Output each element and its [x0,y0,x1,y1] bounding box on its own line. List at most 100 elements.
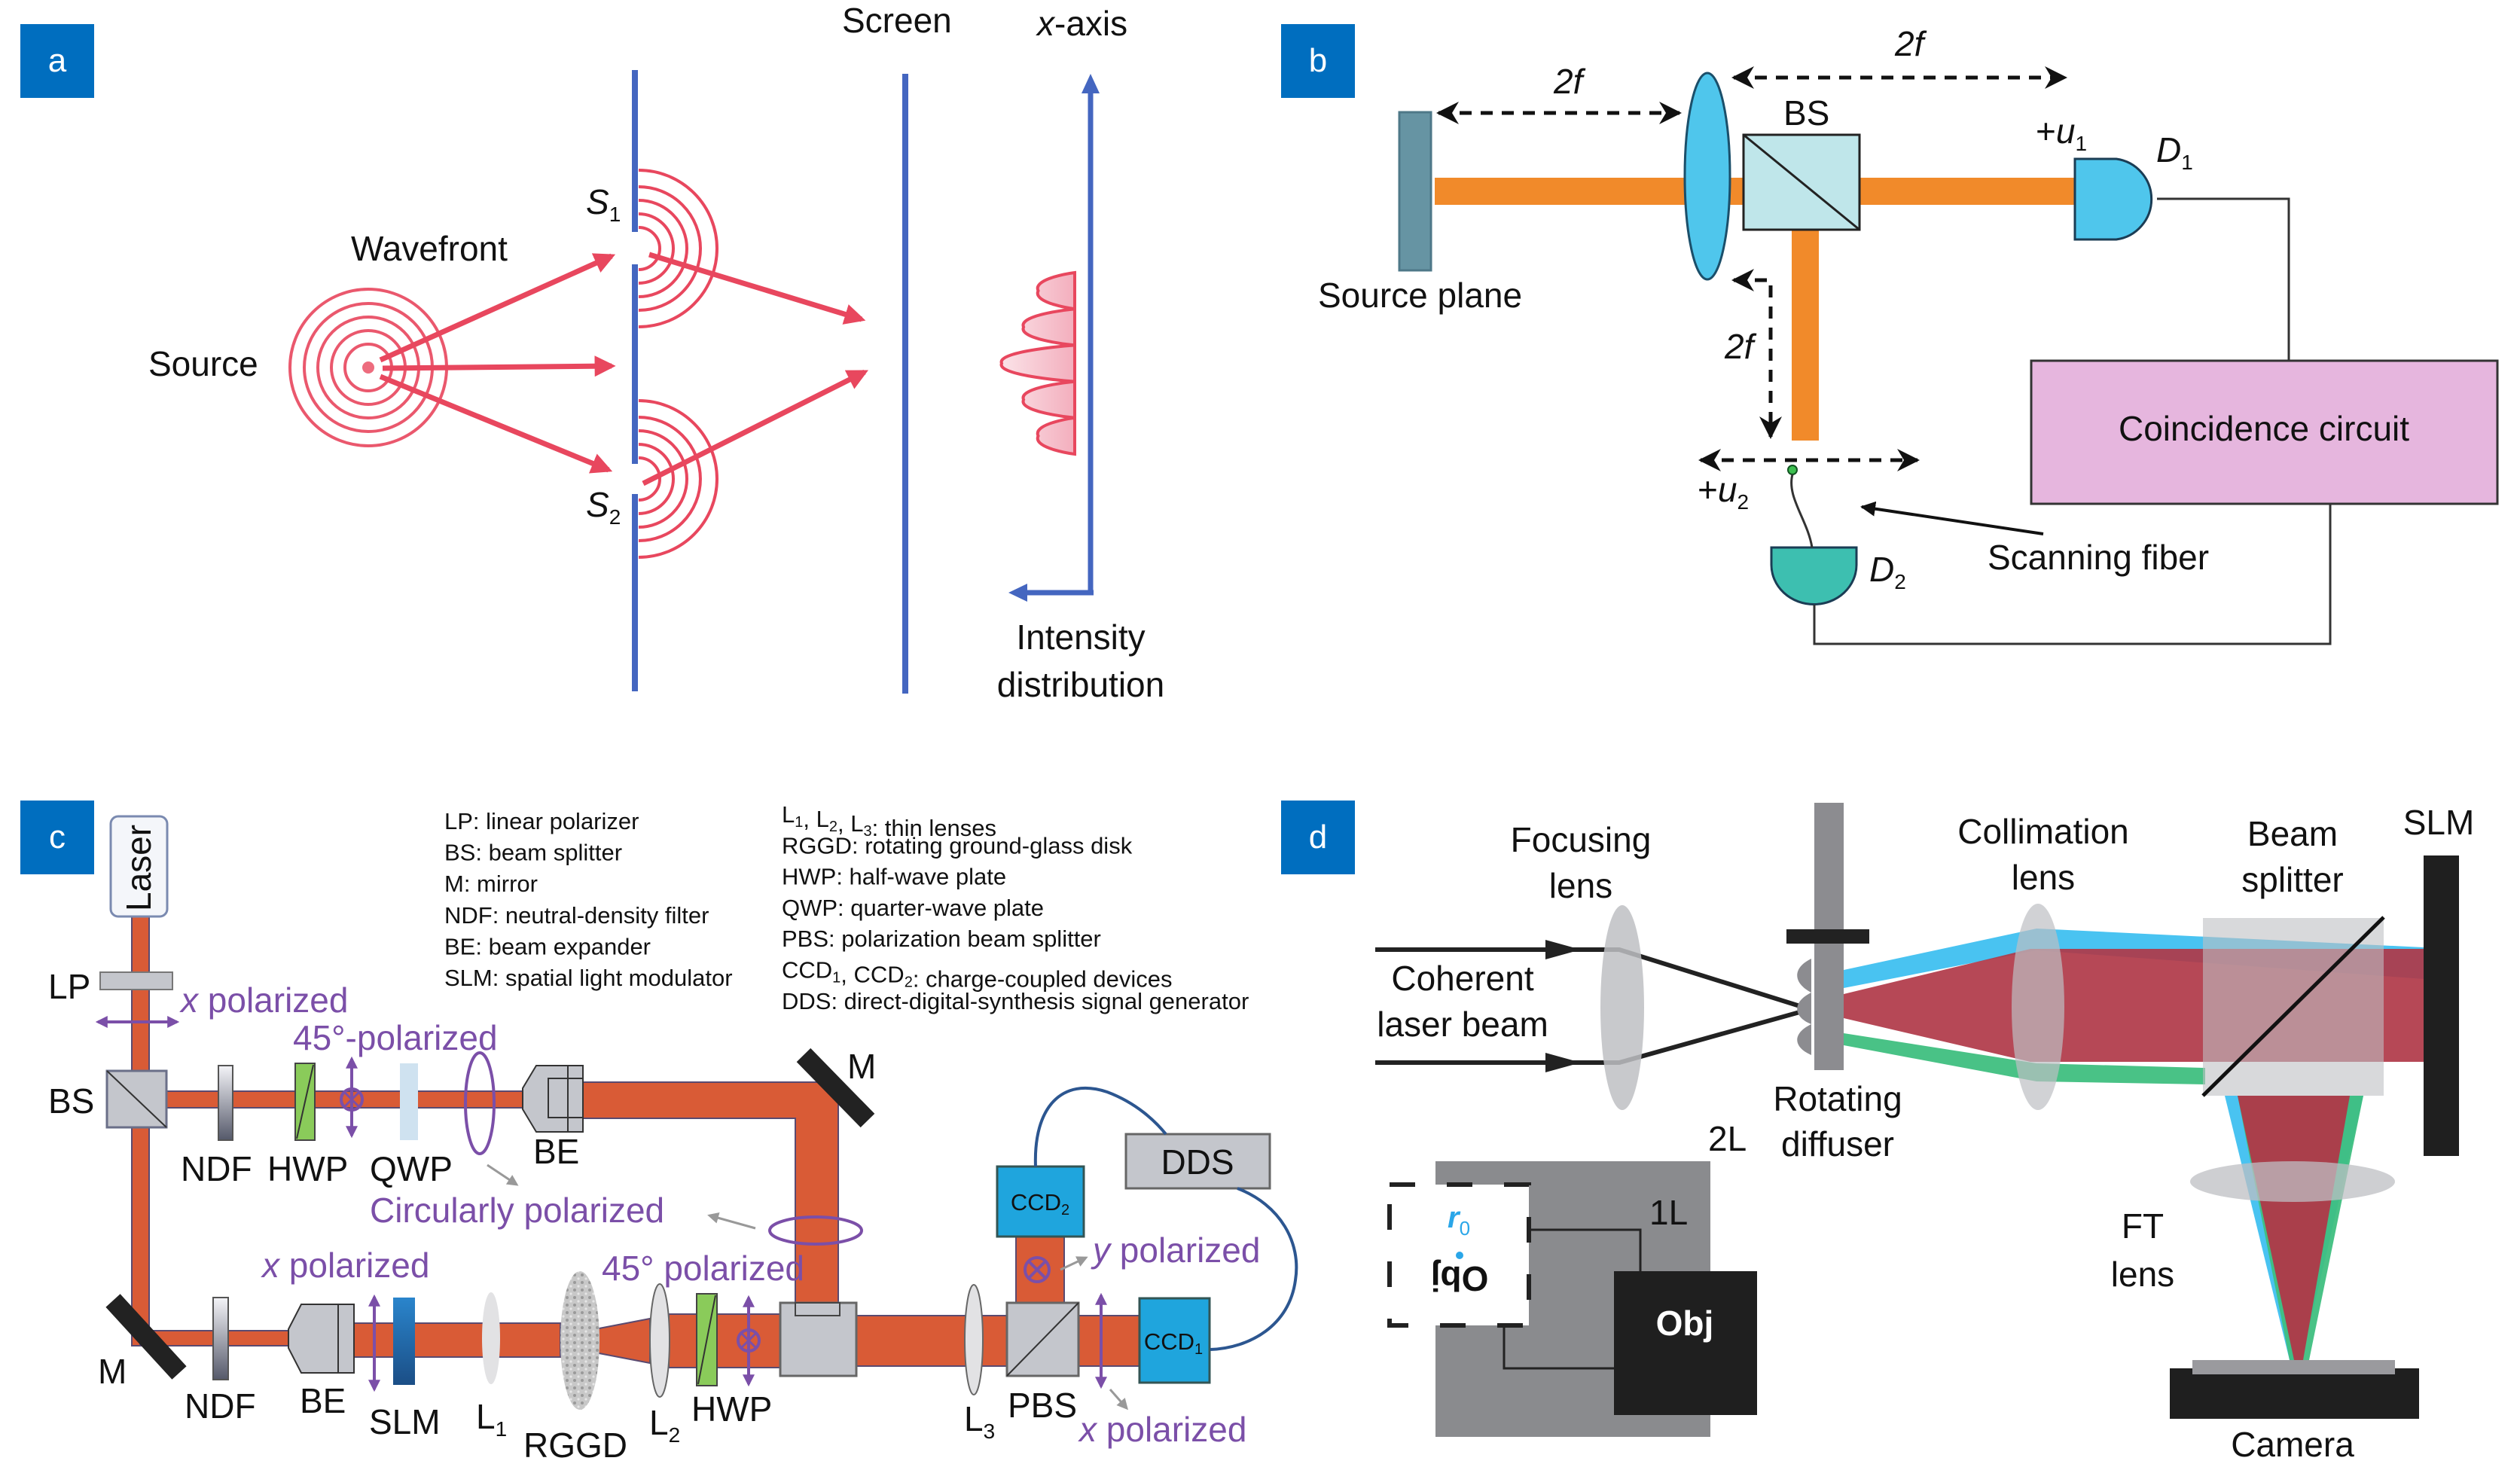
label-coherent: Coherent [1391,959,1533,998]
label-splitter: splitter [2241,860,2343,899]
scanning-fiber-pointer [1860,501,2044,535]
label-bs: BS [1783,93,1829,133]
label-beam: Beam [2247,814,2338,853]
beam-horizontal-right [1859,178,2078,205]
label-pbs: PBS [1008,1386,1077,1425]
svg-text:d: d [1309,819,1327,855]
slm-d [2424,855,2459,1156]
label-camera: Camera [2231,1425,2354,1464]
object-box [1614,1271,1757,1415]
label-wavefront: Wavefront [351,229,508,268]
label-bs: BS [48,1081,94,1121]
legend-left-item: LP: linear polarizer [444,808,639,834]
svg-text:c: c [49,819,66,855]
slit-s1-wavefronts [638,169,718,328]
beam-vertical [1792,230,1819,441]
object-inset: Obj Obj r0 [1387,1161,1757,1437]
beam-expander-bottom [288,1304,355,1374]
lens-l1 [482,1292,500,1384]
legend-right-item: RGGD: rotating ground-glass disk [782,832,1133,859]
panel-badge-c: c [20,801,94,874]
mirror-top [796,1048,875,1128]
label-circularly-polarized: Circularly polarized [370,1191,664,1230]
label-lp: LP [48,967,90,1006]
panel-d: d [1281,801,2474,1464]
label-ndf-top: NDF [181,1149,252,1188]
intensity-axis-arrow [1008,584,1094,602]
beam-expander-top [522,1065,584,1133]
pointer-arrows [487,1163,1128,1411]
slit-s2-wavefronts [638,399,718,559]
slm [393,1298,415,1385]
panel-badge-a: a [20,24,94,98]
label-x-polarized-out: x polarized [1078,1410,1246,1449]
label-x-polarized-top: x polarized [179,981,348,1020]
label-m-bottom: M [98,1352,127,1391]
dds-cables [1033,1087,1298,1351]
label-l2: L2 [649,1403,680,1447]
focusing-lens [1600,905,1644,1110]
virtual-object-dashed-box [1387,1182,1531,1328]
detector-d2 [1770,546,1858,605]
combiner-cube [779,1301,858,1377]
camera [2170,1360,2419,1419]
ndf-top [218,1065,233,1141]
mirror-bottom [105,1294,187,1380]
label-r0: r0 [1448,1201,1470,1240]
svg-text:a: a [48,42,67,79]
legend-right-item: QWP: quarter-wave plate [782,895,1044,921]
dds: DDS [1124,1133,1271,1190]
hwp-bottom [696,1293,718,1386]
label-be-top: BE [533,1132,579,1171]
dimension-arrows [1436,66,2067,471]
label-screen: Screen [842,1,952,40]
detector-d1 [2073,157,2153,241]
panel-badge-b: b [1281,24,1355,98]
legend-left-item: M: mirror [444,871,538,897]
label-s2: S2 [586,485,621,529]
coincidence-circuit-box [2030,359,2499,505]
scanning-fiber [1790,474,1814,548]
label-s1: S1 [586,182,621,226]
svg-text:CCD2: CCD2 [1011,1189,1069,1218]
point-source [362,361,374,374]
label-laser-beam: laser beam [1377,1005,1548,1044]
legend-right-item: HWP: half-wave plate [782,864,1006,890]
label-ft: FT [2122,1206,2164,1246]
rggd [560,1271,599,1410]
circular-pol-marker-vertical [768,1215,863,1246]
legend-right-item: DDS: direct-digital-synthesis signal gen… [782,988,1249,1014]
label-coincidence-circuit: Coincidence circuit [2119,409,2409,448]
intensity-distribution-curve [999,270,1076,456]
ccd1: CCD1 [1138,1297,1211,1384]
panel-b: b Coincidence circuit [1281,24,2499,645]
label-2l: 2L [1708,1119,1747,1158]
pbs [1005,1301,1080,1377]
source-plane [1398,111,1432,272]
label-ft-lens: lens [2111,1255,2174,1294]
label-qwp: QWP [370,1149,453,1188]
label-2f-left: 2f [1553,62,1586,101]
pol45-marker-bottom [737,1295,761,1387]
label-45-polarized-top: 45°-polarized [293,1018,498,1057]
beam-splitter [105,1069,168,1129]
hwp-top [294,1063,316,1141]
laser-source: Laser [109,815,169,918]
label-diffuser: diffuser [1781,1124,1894,1163]
legend-left-item: BE: beam expander [444,933,651,959]
label-collimation-lens: lens [2012,858,2075,897]
svg-text:Laser: Laser [119,825,158,911]
label-intensity: Intensity [1016,618,1145,657]
ccd2: CCD2 [996,1165,1085,1238]
label-u2: +u2 [1698,470,1749,514]
label-l3: L3 [964,1399,995,1443]
label-hwp-top: HWP [267,1149,348,1188]
legend-left-item: SLM: spatial light modulator [444,965,733,991]
ft-lens [2190,1161,2395,1202]
label-collimation: Collimation [1957,812,2129,851]
label-source-plane: Source plane [1318,276,1522,315]
label-ndf-bottom: NDF [185,1386,256,1426]
